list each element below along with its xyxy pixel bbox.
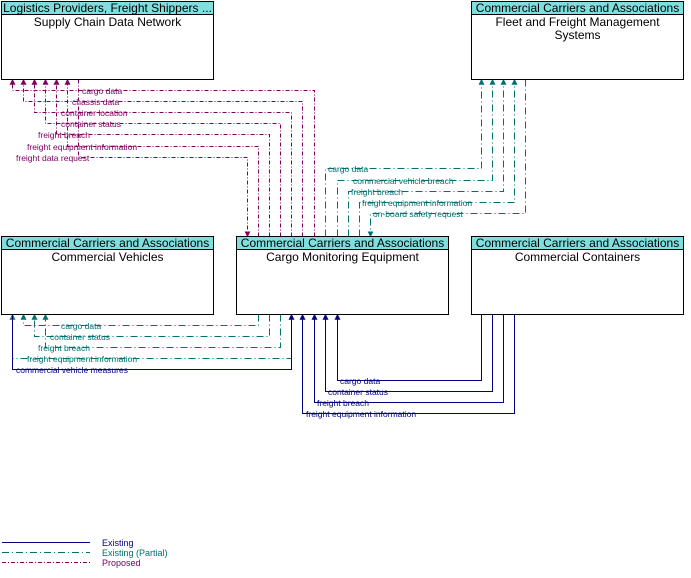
- flow-container-status: container status: [31, 313, 270, 342]
- flow-label: cargo data: [340, 376, 380, 386]
- box-owner-label: Logistics Providers, Freight Shippers ..…: [3, 1, 212, 15]
- flow-line: [9, 313, 292, 359]
- box-title-label: Fleet and Freight Management: [495, 15, 660, 29]
- flow-label: on-board safety request: [373, 209, 463, 219]
- flow-line: [31, 78, 292, 237]
- flow-freight-breach: freight breach: [348, 78, 507, 237]
- flow-cargo-data: cargo data: [9, 78, 315, 237]
- flow-line: [322, 313, 493, 392]
- vehicles-box: Commercial Carriers and AssociationsComm…: [1, 236, 214, 315]
- flow-line: [325, 78, 485, 237]
- box-header: [1, 1, 214, 15]
- flow-line: [337, 78, 496, 237]
- legend-item-existing-partial: Existing (Partial): [2, 548, 168, 558]
- flow-label: freight equipment information: [306, 409, 416, 419]
- box-owner-label: Commercial Carriers and Associations: [476, 1, 679, 15]
- flow-cargo-data: cargo data: [20, 313, 259, 331]
- flow-cargo-data: cargo data: [325, 78, 485, 237]
- legend-label: Existing (Partial): [102, 548, 168, 558]
- flow-line: [78, 79, 251, 238]
- flow-line: [31, 313, 270, 337]
- flow-label: freight breach: [351, 187, 403, 197]
- box-header: [471, 236, 684, 250]
- flow-line: [334, 313, 482, 381]
- legend-item-proposed: Proposed: [2, 558, 141, 568]
- supply-chain-box: Logistics Providers, Freight Shippers ..…: [1, 1, 214, 80]
- flow-line: [359, 78, 518, 237]
- boxes-layer: Logistics Providers, Freight Shippers ..…: [1, 1, 684, 315]
- flow-freight-data-request: freight data request: [16, 79, 251, 238]
- flow-container-status: container status: [42, 78, 281, 237]
- box-title-label: Systems: [554, 28, 600, 42]
- box-header: [236, 236, 449, 250]
- flow-label: freight equipment information: [27, 142, 137, 152]
- fleet-box: Commercial Carriers and AssociationsFlee…: [471, 1, 684, 80]
- flow-line: [42, 313, 281, 348]
- flow-label: freight breach: [38, 343, 90, 353]
- box-owner-label: Commercial Carriers and Associations: [241, 236, 444, 250]
- flow-line: [348, 78, 507, 237]
- box-title-label: Commercial Containers: [515, 250, 640, 264]
- flow-container-location: container location: [31, 78, 292, 237]
- flow-commercial-vehicle-measures: commercial vehicle measures: [12, 313, 295, 375]
- flow-label: freight breach: [38, 130, 90, 140]
- flow-line: [311, 313, 504, 403]
- cargo-box: Commercial Carriers and AssociationsCarg…: [236, 236, 449, 315]
- flow-label: freight data request: [16, 153, 90, 163]
- flow-freight-breach: freight breach: [38, 313, 281, 353]
- flow-freight-equipment-information: freight equipment information: [299, 313, 515, 419]
- flow-label: commercial vehicle breach: [353, 176, 454, 186]
- box-title-label: Commercial Vehicles: [51, 250, 163, 264]
- flow-on-board-safety-request: on-board safety request: [367, 79, 526, 238]
- flow-line: [299, 313, 515, 414]
- flow-line: [20, 313, 259, 326]
- flow-freight-breach: freight breach: [38, 78, 270, 237]
- flow-line: [53, 78, 270, 237]
- flow-line: [42, 78, 281, 237]
- flow-label: container location: [61, 108, 128, 118]
- flow-label: chassis data: [72, 97, 120, 107]
- box-header: [1, 236, 214, 250]
- flow-freight-breach: freight breach: [311, 313, 504, 408]
- flow-line: [9, 78, 315, 237]
- box-title-label: Supply Chain Data Network: [34, 15, 182, 29]
- flow-freight-equipment-information: freight equipment information: [359, 78, 518, 237]
- flow-label: container status: [50, 332, 110, 342]
- flow-chassis-data: chassis data: [20, 78, 303, 237]
- legend-label: Proposed: [102, 558, 141, 568]
- flow-label: container status: [328, 387, 388, 397]
- flow-label: container status: [61, 119, 121, 129]
- flow-container-status: container status: [322, 313, 493, 397]
- containers-box: Commercial Carriers and AssociationsComm…: [471, 236, 684, 315]
- flow-label: cargo data: [82, 86, 122, 96]
- flow-label: cargo data: [328, 164, 368, 174]
- box-owner-label: Commercial Carriers and Associations: [476, 236, 679, 250]
- flow-line: [64, 78, 259, 237]
- flow-freight-equipment-information: freight equipment information: [9, 313, 292, 364]
- flow-label: freight breach: [317, 398, 369, 408]
- flow-line: [20, 78, 303, 237]
- box-owner-label: Commercial Carriers and Associations: [6, 236, 209, 250]
- flow-label: commercial vehicle measures: [16, 365, 128, 375]
- flow-label: freight equipment information: [362, 198, 472, 208]
- flow-commercial-vehicle-breach: commercial vehicle breach: [337, 78, 496, 237]
- box-header: [471, 1, 684, 15]
- flow-line: [12, 313, 295, 370]
- flow-label: cargo data: [61, 321, 101, 331]
- flow-line: [367, 79, 526, 238]
- flow-label: freight equipment information: [27, 354, 137, 364]
- flow-cargo-data: cargo data: [334, 313, 482, 386]
- legend-item-existing: Existing: [2, 538, 134, 548]
- flow-freight-equipment-information: freight equipment information: [27, 78, 259, 237]
- box-title-label: Cargo Monitoring Equipment: [266, 250, 419, 264]
- legend-label: Existing: [102, 538, 134, 548]
